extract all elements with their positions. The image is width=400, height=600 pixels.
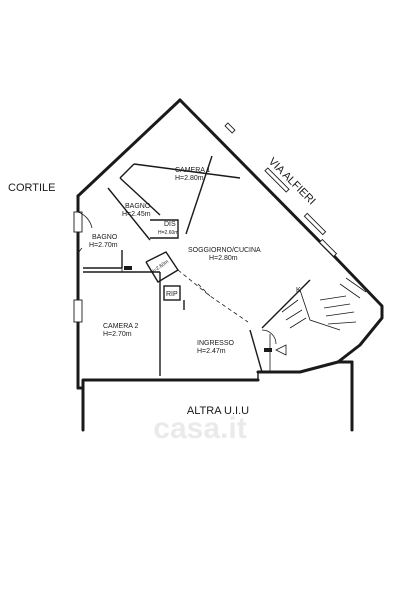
stair-step <box>323 303 351 309</box>
stair-step <box>319 295 347 301</box>
dashed-counter-line-2 <box>197 283 211 297</box>
doors <box>76 211 277 372</box>
wall-boundary-curve <box>256 360 340 374</box>
wall-soggiorno-stair <box>261 279 311 329</box>
label-via-alfieri: VIA ALFIERI <box>266 156 318 208</box>
wall-camera1-bagno-a <box>119 163 135 179</box>
window-bagno-left <box>73 211 83 233</box>
room-camera1-height: H=2.80m <box>175 175 204 182</box>
room-bagno-left-height: H=2.70m <box>89 242 118 249</box>
room-soggiorno-name: SOGGIORNO/CUCINA <box>188 247 261 254</box>
room-soggiorno-height: H=2.80m <box>209 255 238 262</box>
entrance-marker <box>264 348 272 352</box>
staircase <box>275 277 367 356</box>
door-arc-bagno <box>77 211 93 229</box>
wall-camera1-south <box>133 163 241 179</box>
window-via-1 <box>264 167 290 193</box>
window-via-2 <box>303 212 327 236</box>
window-via-3 <box>318 238 338 258</box>
wall-camera1-soggiorno <box>185 155 213 235</box>
watermark-logo: casa.it <box>153 412 246 445</box>
room-bagno-top-height: H=2.45m <box>122 211 151 218</box>
markers <box>124 266 272 352</box>
windows <box>73 122 338 323</box>
label-cortile: CORTILE <box>8 182 55 194</box>
stair-step <box>327 321 357 325</box>
entrance-arrow-icon <box>275 344 287 356</box>
room-ingresso-height: H=2.47m <box>197 348 226 355</box>
room-camera2-name: CAMERA 2 <box>103 323 139 330</box>
wall-bagno-top-south <box>107 187 151 241</box>
dashed-counter-line <box>177 269 249 323</box>
window-camera1 <box>224 122 236 134</box>
wall-northeast <box>178 98 336 258</box>
wall-stair-block <box>332 254 384 364</box>
room-rip-name: RIP <box>166 291 178 298</box>
door-arc-entrance <box>261 329 277 345</box>
room-dis-height: H=2.60m <box>158 230 178 236</box>
bathroom-fixture <box>124 266 132 270</box>
room-k-name: K <box>296 287 301 294</box>
stair-step <box>345 277 367 293</box>
stair-outline <box>299 289 341 331</box>
door-arc-bagno-2 <box>76 247 83 265</box>
stair-step <box>285 309 303 321</box>
window-camera2 <box>73 299 83 323</box>
wall-rip <box>163 285 181 301</box>
wall-boundary-left <box>81 378 260 432</box>
door-bagno-left <box>121 262 136 273</box>
label-altra-uiu: ALTRA U.I.U <box>187 405 249 417</box>
wall-dis <box>150 219 179 239</box>
interior-walls <box>83 155 311 380</box>
wall-northwest <box>76 98 182 198</box>
room-bagno-top-name: BAGNO <box>125 203 151 210</box>
stair-step <box>281 299 299 313</box>
stair-step <box>339 283 361 299</box>
room-bagno-left-name: BAGNO <box>92 234 118 241</box>
room-ingresso-name: INGRESSO <box>197 340 235 347</box>
room-dis-name: DIS <box>164 221 176 228</box>
stair-step <box>289 317 307 329</box>
room-camera2-height: H=2.70m <box>103 331 132 338</box>
wall-ingresso-east <box>249 329 263 373</box>
exterior-walls <box>76 98 384 432</box>
room-camera1-name: CAMERA 1 <box>175 167 211 174</box>
stair-step <box>325 311 355 317</box>
wall-bagno-top-east <box>119 177 161 216</box>
